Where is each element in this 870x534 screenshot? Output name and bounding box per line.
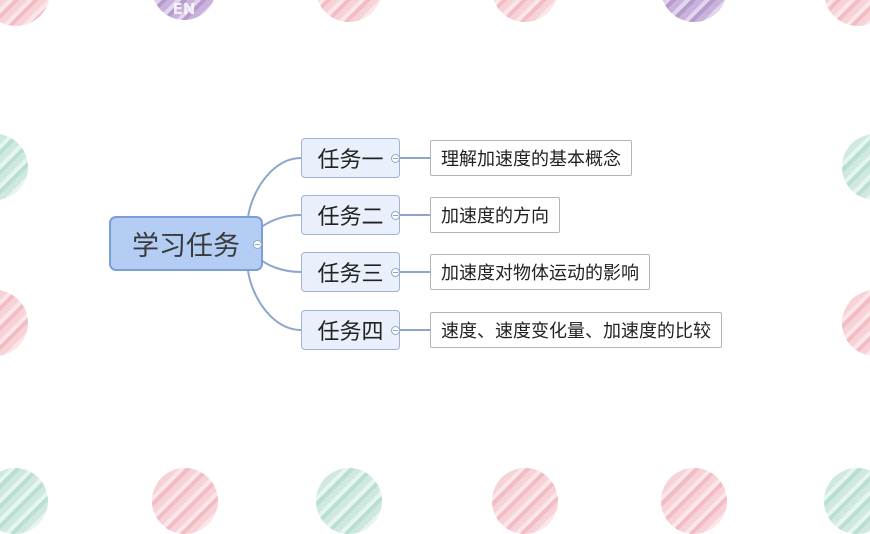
collapse-toggle-icon[interactable] — [391, 268, 400, 277]
task-node-4[interactable]: 任务四 — [301, 310, 400, 350]
detail-node-label: 理解加速度的基本概念 — [441, 149, 621, 170]
task-node-label: 任务三 — [317, 262, 384, 287]
detail-node-label: 速度、速度变化量、加速度的比较 — [441, 321, 711, 342]
detail-node-4[interactable]: 速度、速度变化量、加速度的比较 — [430, 312, 722, 348]
detail-node-label: 加速度的方向 — [441, 206, 549, 227]
collapse-toggle-icon[interactable] — [391, 154, 400, 163]
task-node-2[interactable]: 任务二 — [301, 195, 400, 235]
task-node-label: 任务一 — [317, 148, 384, 173]
decor-circle — [661, 0, 727, 22]
en-badge: EN — [152, 0, 216, 20]
collapse-toggle-icon[interactable] — [253, 240, 262, 249]
root-topic[interactable]: 学习任务 — [109, 216, 263, 271]
task-node-1[interactable]: 任务一 — [301, 138, 400, 178]
detail-node-label: 加速度对物体运动的影响 — [441, 263, 639, 284]
root-topic-label: 学习任务 — [132, 231, 240, 262]
collapse-toggle-icon[interactable] — [391, 326, 400, 335]
detail-node-1[interactable]: 理解加速度的基本概念 — [430, 140, 632, 176]
decor-circle — [492, 0, 558, 22]
task-node-label: 任务四 — [317, 320, 384, 345]
task-node-label: 任务二 — [317, 205, 384, 230]
en-badge-label: EN — [172, 0, 196, 18]
detail-node-3[interactable]: 加速度对物体运动的影响 — [430, 254, 650, 290]
decor-circle — [316, 0, 382, 22]
collapse-toggle-icon[interactable] — [391, 211, 400, 220]
detail-node-2[interactable]: 加速度的方向 — [430, 197, 560, 233]
task-node-3[interactable]: 任务三 — [301, 252, 400, 292]
